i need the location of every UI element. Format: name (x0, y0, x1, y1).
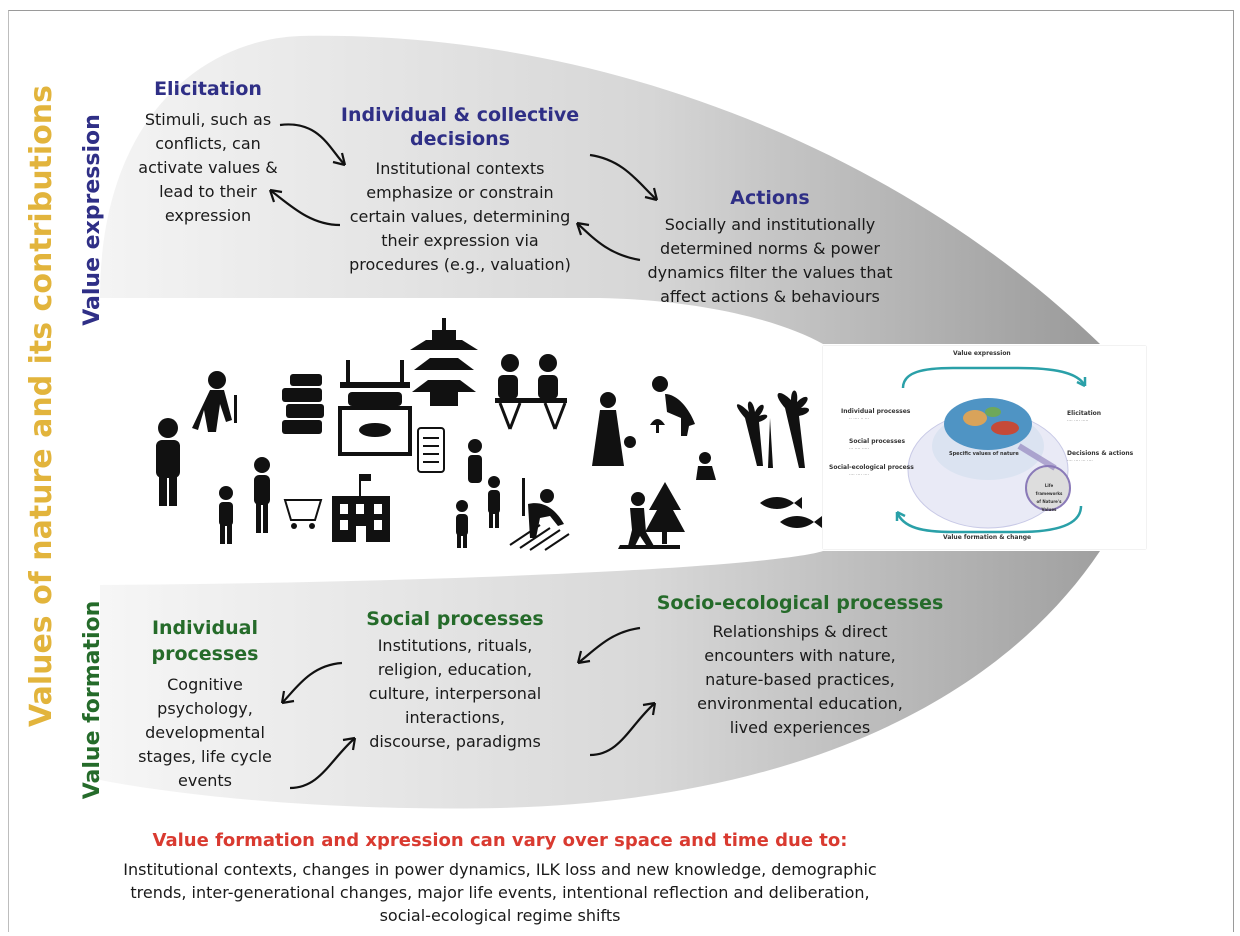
text-line: psychology, (157, 699, 253, 718)
text-line: expression (164, 206, 252, 225)
child-icon (219, 486, 233, 544)
palm-trees-icon (736, 390, 810, 468)
elicitation-text: Stimuli, such as conflicts, can activate… (128, 108, 288, 228)
family-icon (456, 439, 500, 548)
inset-left-label: Social-ecological process (829, 464, 914, 471)
individual-processes-text: Cognitive psychology, developmental stag… (130, 673, 280, 793)
actions-title: Actions (730, 187, 810, 209)
text-line: Cognitive (167, 675, 243, 694)
hiker-tree-icon (618, 482, 685, 549)
text-line: trends, inter-generational changes, majo… (130, 883, 870, 902)
text-line: social-ecological regime shifts (379, 906, 621, 925)
text-line: religion, education, (377, 660, 533, 679)
people-dining-icon (495, 354, 567, 430)
text-line: their expression via (381, 231, 539, 250)
shopper-cart-icon (254, 457, 323, 533)
school-building-icon (332, 474, 390, 542)
inset-top-label: Value expression (953, 350, 1011, 357)
fish-icon (760, 497, 822, 528)
inset-right-line: ···· ···· ····· (1067, 419, 1089, 424)
socio-ecological-block: Socio-ecological processes Relationships… (650, 592, 950, 740)
actions-block: Actions Socially and institutionally det… (640, 187, 900, 309)
text-line: interactions, (405, 708, 505, 727)
individual-processes-block: Individual processes Cognitive psycholog… (130, 615, 280, 793)
title-line: Individual (151, 617, 259, 639)
books-icon (282, 374, 324, 434)
social-processes-text: Institutions, rituals, religion, educati… (340, 634, 570, 754)
decisions-title: Individual & collective decisions (330, 103, 590, 151)
text-line: culture, interpersonal (368, 684, 542, 703)
title-line: Individual & collective (340, 104, 580, 126)
social-processes-title: Social processes (366, 608, 544, 630)
shrine-altar-icon (338, 360, 412, 456)
decisions-block: Individual & collective decisions Instit… (330, 103, 590, 277)
text-line: procedures (e.g., valuation) (349, 255, 571, 274)
newspaper-icon (417, 427, 445, 473)
elderly-person-cane-icon (192, 371, 237, 432)
text-line: Institutional contexts (375, 159, 545, 178)
socio-ecological-title: Socio-ecological processes (656, 592, 944, 614)
title-line: decisions (410, 128, 510, 150)
inset-right-label: Decisions & actions (1067, 450, 1134, 457)
main-vertical-title: Values of nature and its contributions (24, 85, 59, 727)
elicitation-block: Elicitation Stimuli, such as conflicts, … (128, 78, 288, 228)
actions-text: Socially and institutionally determined … (640, 213, 900, 309)
text-line: environmental education, (697, 694, 903, 713)
text-line: Stimuli, such as (144, 110, 272, 129)
socio-ecological-text: Relationships & direct encounters with n… (650, 620, 950, 740)
inset-side-label: Life frameworks of Nature's Values (1035, 483, 1063, 512)
text-line: Socially and institutionally (664, 215, 876, 234)
footer-text: Institutional contexts, changes in power… (60, 858, 940, 927)
text-line: lived experiences (729, 718, 871, 737)
figure-frame (8, 10, 1234, 932)
person-foraging-icon (650, 376, 695, 436)
inset-graphic (895, 366, 1087, 534)
elicitation-title: Elicitation (154, 78, 262, 100)
text-line: lead to their (159, 182, 257, 201)
inset-left-label: Individual processes (841, 408, 911, 415)
inset-bottom-label: Value formation & change (943, 534, 1032, 541)
inset-center-label: Specific values of nature (949, 451, 1019, 457)
text-line: determined norms & power (660, 239, 880, 258)
title-line: processes (151, 643, 259, 665)
text-line: conflicts, can (155, 134, 261, 153)
text-line: encounters with nature, (704, 646, 896, 665)
inset-left-line: ··· ···· ····· (849, 447, 870, 452)
inset-right-label: Elicitation (1067, 410, 1102, 417)
text-line: activate values & (138, 158, 278, 177)
text-line: stages, life cycle (138, 747, 272, 766)
value-formation-label: Value formation (80, 600, 105, 800)
inset-left-line: ·· ···· ·· ··· (849, 417, 870, 422)
text-line: Institutional contexts, changes in power… (123, 860, 877, 879)
text-line: Institutions, rituals, (377, 636, 533, 655)
text-line: Relationships & direct (712, 622, 888, 641)
value-expression-label: Value expression (80, 114, 105, 326)
text-line: dynamics filter the values that (647, 263, 893, 282)
footer-title: Value formation and xpression can vary o… (152, 830, 848, 851)
person-reading-icon (696, 452, 716, 480)
text-line: events (178, 771, 232, 790)
text-line: developmental (145, 723, 265, 742)
person-standing-icon (156, 418, 180, 506)
woman-basket-icon (592, 392, 636, 466)
decisions-text: Institutional contexts emphasize or cons… (330, 157, 590, 277)
pagoda-icon (410, 318, 478, 406)
text-line: certain values, determining (349, 207, 571, 226)
farmer-planting-icon (509, 478, 570, 551)
inset-left-line: ···· ···· ···· (849, 473, 870, 478)
formation-arrows (280, 626, 657, 790)
individual-processes-title: Individual processes (130, 615, 280, 667)
framework-inset: Value expression Value formation & chang… (823, 346, 1146, 549)
text-line: discourse, paradigms (369, 732, 541, 751)
text-line: affect actions & behaviours (660, 287, 880, 306)
inset-left-label: Social processes (849, 438, 906, 445)
inset-right-line: ···· ···· ··· ···· (1067, 459, 1093, 464)
text-line: emphasize or constrain (366, 183, 554, 202)
expression-arrows (268, 123, 659, 262)
text-line: nature-based practices, (705, 670, 895, 689)
expression-band (100, 35, 1100, 345)
social-processes-block: Social processes Institutions, rituals, … (340, 608, 570, 754)
